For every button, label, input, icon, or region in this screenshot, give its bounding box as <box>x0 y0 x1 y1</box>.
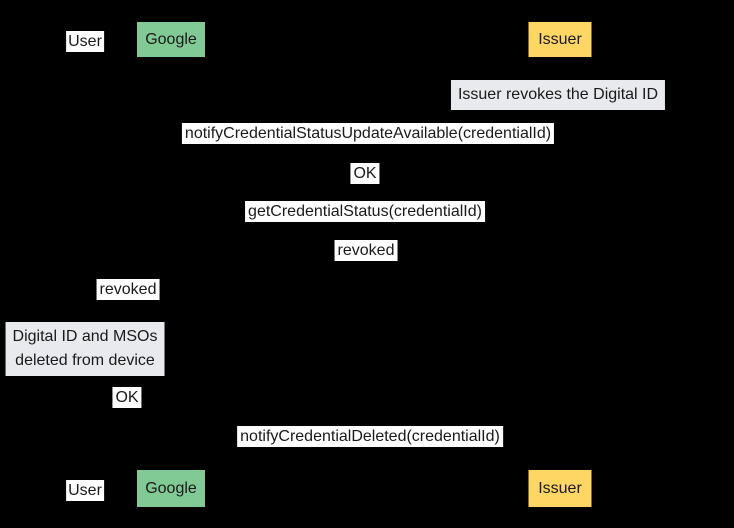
message-get-credential-status: getCredentialStatus(credentialId) <box>245 201 485 222</box>
message-revoked-1: revoked <box>334 240 398 261</box>
note-issuer-revokes-digital-id: Issuer revokes the Digital ID <box>450 80 666 110</box>
note-deleted-line-1: Digital ID and MSOs <box>12 328 158 345</box>
note-digital-id-msos-deleted: Digital ID and MSOs deleted from device <box>5 322 165 376</box>
actor-issuer-bottom: Issuer <box>528 470 592 507</box>
message-notify-credential-deleted: notifyCredentialDeleted(credentialId) <box>237 426 503 447</box>
message-ok-1: OK <box>350 163 380 184</box>
actor-user-bottom: User <box>66 480 104 501</box>
message-notify-credential-status-update-available: notifyCredentialStatusUpdateAvailable(cr… <box>181 123 555 144</box>
note-deleted-line-2: deleted from device <box>15 352 155 369</box>
message-revoked-2: revoked <box>96 279 160 300</box>
actor-google-top: Google <box>137 22 205 57</box>
message-ok-2: OK <box>112 387 142 408</box>
actor-google-bottom: Google <box>137 470 205 507</box>
actor-user-top: User <box>66 31 104 52</box>
actor-issuer-top: Issuer <box>528 22 592 57</box>
